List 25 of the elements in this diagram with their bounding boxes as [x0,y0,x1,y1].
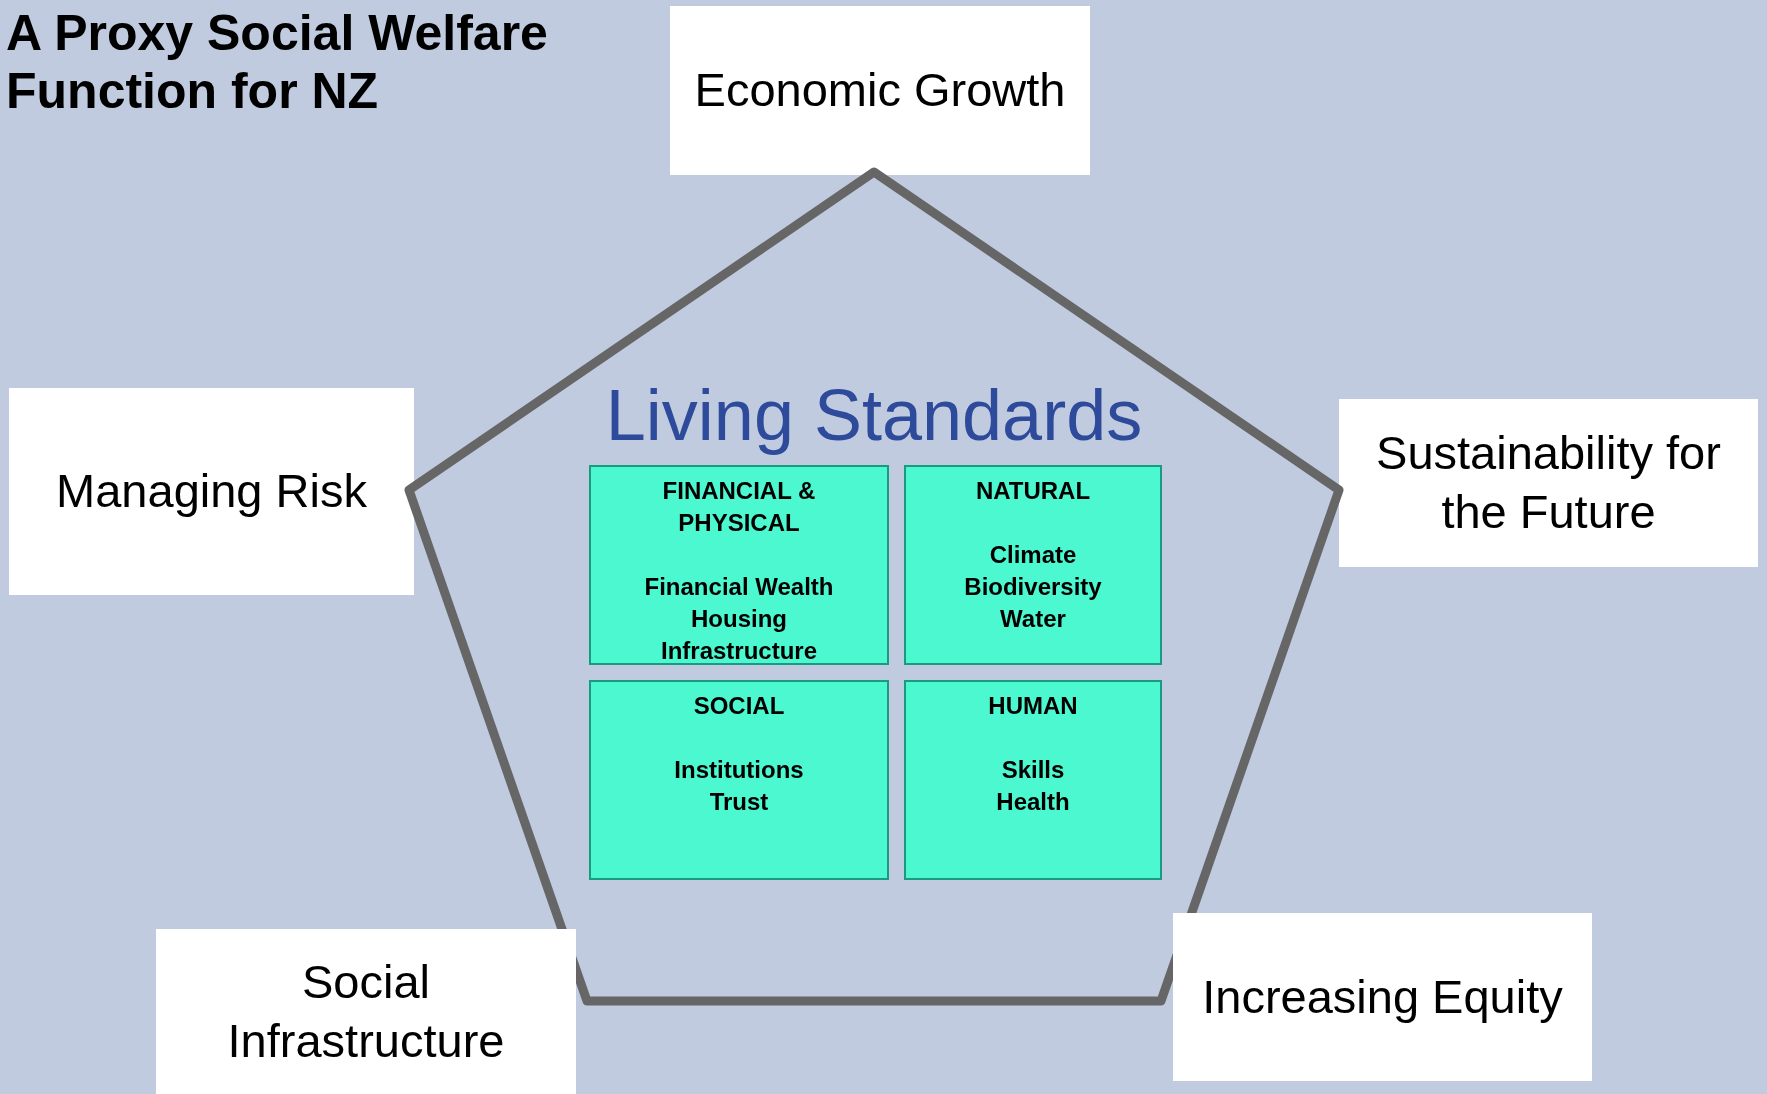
list-item: Trust [708,787,770,817]
capital-box [904,680,1162,880]
list-item: Health [995,787,1071,817]
diagram-title: A Proxy Social Welfare Function for NZ [6,4,549,120]
list-item: Water [999,604,1067,634]
text-box: Sustainability for the Future [1339,399,1758,567]
pentagon-heading: Living Standards [604,374,1144,457]
list-item: Financial Wealth [643,572,835,602]
list-item: Biodiversity [963,572,1103,602]
list-item: Skills [1000,755,1066,785]
box-heading: SOCIAL [692,691,786,721]
capital-box [904,465,1162,665]
list-item: Infrastructure [659,636,818,666]
capital-box [589,680,889,880]
box-heading: NATURAL [974,476,1092,506]
box-heading: HUMAN [987,691,1079,721]
list-item: Climate [988,540,1078,570]
list-item: Housing [690,604,788,634]
box-heading: FINANCIAL & PHYSICAL [661,476,817,538]
capital-box [589,465,889,665]
text-box: Managing Risk [9,388,414,595]
text-box: Increasing Equity [1173,913,1592,1081]
text-box: Social Infrastructure [156,929,576,1094]
text-box: Economic Growth [670,6,1090,175]
list-item: Institutions [673,755,805,785]
